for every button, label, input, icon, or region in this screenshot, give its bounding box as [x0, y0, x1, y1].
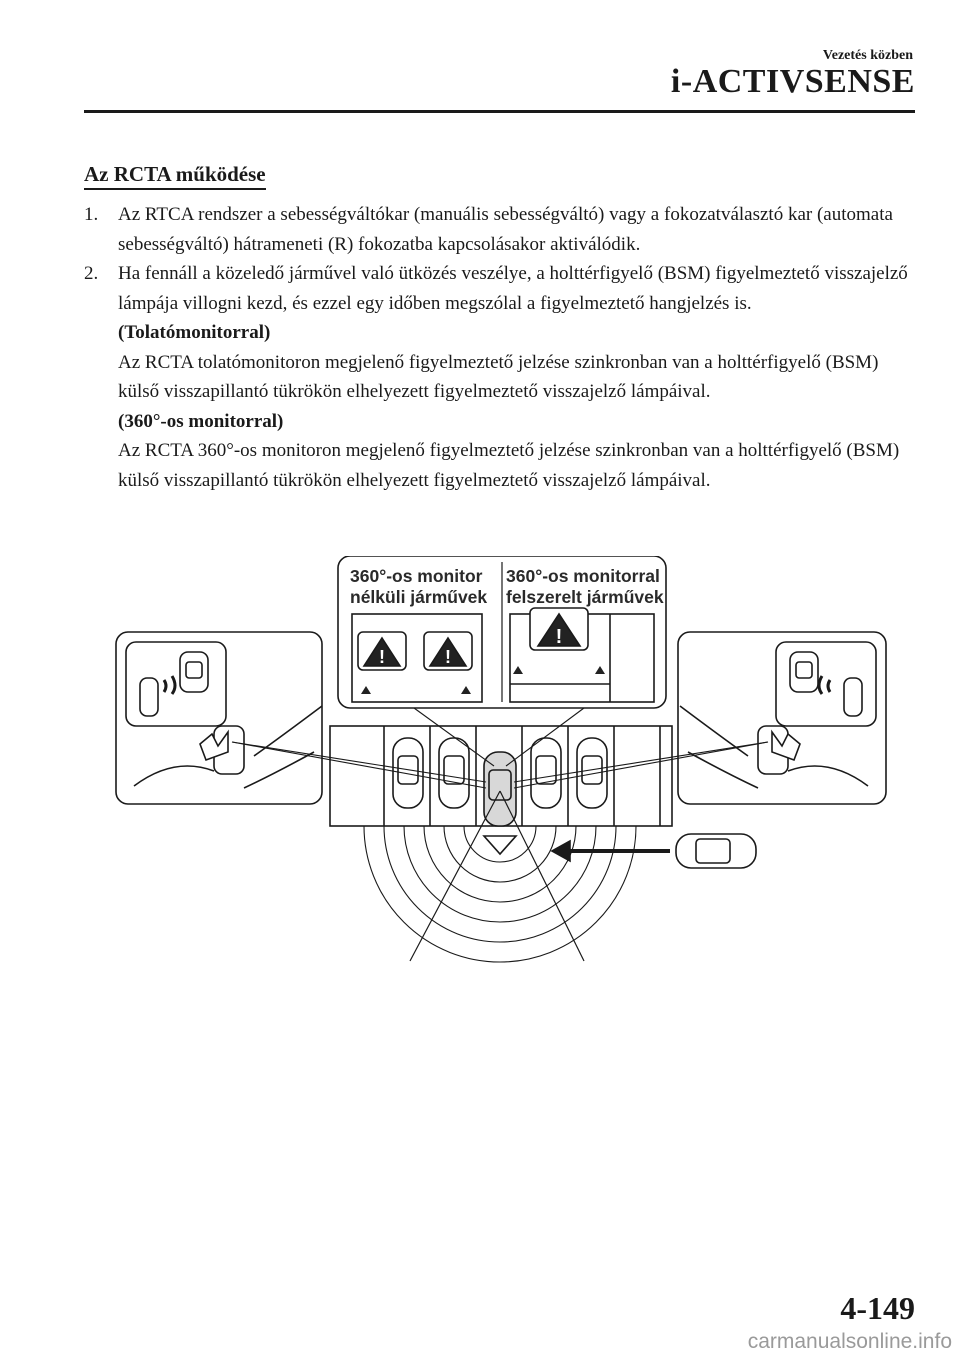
warning-triangle-icon: ! [529, 607, 589, 651]
item-text: Az RTCA rendszer a sebességváltókar (man… [118, 204, 893, 255]
item-text: Ha fennáll a közeledő járművel való ütkö… [118, 263, 908, 314]
label-without-360-monitor: nélküli járművek [350, 587, 487, 607]
sub-text-rear-monitor: Az RCTA tolatómonitoron megjelenő figyel… [118, 351, 879, 403]
small-warning-markers [361, 666, 605, 694]
right-mirror-panel [677, 631, 887, 805]
approach-arrow-icon [550, 839, 670, 863]
rcta-diagram: ! ! ! 360°-os monitor nélküli járművek 3… [115, 556, 887, 963]
parked-car-icon [438, 737, 470, 809]
svg-text:!: ! [556, 626, 563, 648]
label-with-360-monitor: 360°-os monitorral [506, 566, 660, 586]
body-text: 1. Az RTCA rendszer a sebességváltókar (… [84, 200, 916, 495]
list-item-1: 1. Az RTCA rendszer a sebességváltókar (… [84, 200, 916, 259]
left-mirror-panel [115, 631, 323, 805]
detection-arcs [363, 825, 637, 963]
item-number: 1. [84, 204, 99, 225]
header-divider [84, 110, 915, 113]
bsm-indicator-callout [775, 641, 877, 727]
monitor-callout-panel [337, 556, 667, 709]
svg-text:!: ! [379, 647, 385, 667]
warning-triangle-icon: ! [357, 631, 407, 671]
sight-line [499, 790, 585, 962]
item-number: 2. [84, 263, 99, 284]
sub-heading-rear-monitor: (Tolatómonitorral) [118, 322, 271, 343]
reverse-arrow-icon [482, 835, 518, 856]
svg-text:!: ! [445, 647, 451, 667]
label-with-360-monitor: felszerelt járművek [506, 587, 664, 607]
approaching-car-icon [675, 833, 757, 869]
section-name: Vezetés közben [822, 48, 913, 63]
chapter-title: i-ACTIVSENSE [670, 63, 915, 100]
callout-connector-lines [231, 707, 769, 789]
parked-car-icon [530, 737, 562, 809]
watermark: carmanualsonline.info [747, 1330, 952, 1353]
sub-heading-360-monitor: (360°-os monitorral) [118, 410, 284, 432]
sub-text-360-monitor: Az RCTA 360°-os monitoron megjelenő figy… [118, 440, 900, 491]
list-item-2: 2. Ha fennáll a közeledő járművel való ü… [84, 259, 916, 495]
warning-triangle-icon: ! [423, 631, 473, 671]
sight-line [409, 790, 501, 962]
section-heading: Az RCTA működése [84, 162, 266, 190]
label-without-360-monitor: 360°-os monitor [350, 566, 483, 586]
parked-car-icon [576, 737, 608, 809]
parked-car-icon [392, 737, 424, 809]
page-number: 4-149 [840, 1290, 915, 1326]
